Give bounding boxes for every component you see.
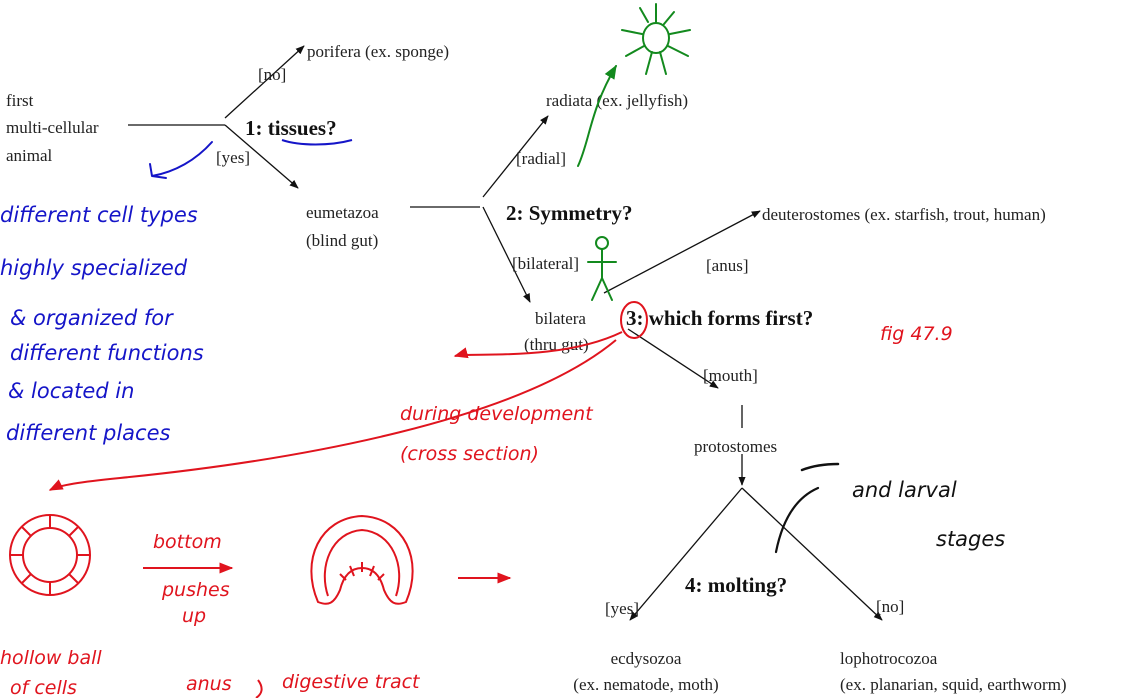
black-annotations: and larval stages: [774, 462, 1005, 554]
no-branch-label: [no]: [258, 65, 286, 84]
protostomes-label: protostomes: [694, 437, 777, 456]
larval-dash: [800, 462, 840, 472]
question-3: 3: which forms first?: [626, 306, 813, 330]
porifera-label: porifera (ex. sponge): [307, 42, 449, 61]
question-1-number: 1:: [245, 116, 268, 140]
lophotrocozoa-examples: (ex. planarian, squid, earthworm): [840, 675, 1067, 694]
root-label-line1: first: [6, 91, 34, 110]
bilateral-branch-label: [bilateral]: [512, 254, 579, 273]
circled-number-3: [620, 301, 648, 339]
hollow-ball-label-line2: of cells: [10, 677, 77, 698]
eumetazoa-label: eumetazoa: [306, 203, 379, 222]
up-label: up: [182, 605, 206, 627]
fig-reference: fig 47.9: [880, 323, 953, 345]
larval-stroke: [774, 486, 820, 554]
blue-note-line6: different places: [6, 421, 171, 445]
bilatera-sublabel: (thru gut): [524, 335, 589, 354]
tree-labels: first multi-cellular animal porifera (ex…: [6, 42, 1067, 694]
anus-tick: [255, 679, 263, 698]
edge-to-porifera: [224, 45, 305, 119]
anus-branch-label: [anus]: [706, 256, 748, 275]
blue-note-line1: different cell types: [0, 203, 198, 227]
gastrula-sketch-icon: [310, 514, 414, 605]
lophotrocozoa-label: lophotrocozoa: [840, 649, 938, 668]
development-note-line1: during development: [400, 403, 594, 425]
bilatera-label: bilatera: [535, 309, 586, 328]
eumetazoa-sublabel: (blind gut): [306, 231, 378, 250]
red-arrow-to-fig: [453, 331, 623, 359]
question-1: 1: tissues?: [245, 116, 337, 140]
development-note-line2: (cross section): [400, 443, 539, 465]
yes-branch-label: [yes]: [216, 148, 250, 167]
hollow-ball-label-line1: hollow ball: [0, 647, 102, 669]
blue-note-line2: highly specialized: [0, 256, 188, 280]
tree-lines: [128, 45, 883, 621]
green-annotations: [577, 3, 691, 301]
yes-molting-label: [yes]: [605, 599, 639, 618]
question-4: 4: molting?: [685, 573, 787, 597]
deuterostomes-label: deuterostomes (ex. starfish, trout, huma…: [762, 205, 1046, 224]
red-annotations: fig 47.9 during development (cross secti…: [0, 301, 953, 698]
larval-note-line1: and larval: [852, 478, 957, 502]
blue-annotations: different cell types highly specialized …: [0, 141, 213, 445]
red-curve-to-ball: [48, 339, 617, 491]
radial-branch-label: [radial]: [516, 149, 566, 168]
edge-to-eumetazoa: [224, 124, 299, 189]
digestive-tract-note: digestive tract: [282, 671, 421, 693]
question-2: 2: Symmetry?: [506, 201, 633, 225]
edge-to-radiata: [482, 115, 549, 198]
no-molting-label: [no]: [876, 597, 904, 616]
question-1-mark: ?: [326, 116, 337, 140]
stick-figure-icon: [587, 236, 617, 301]
blue-note-line3: & organized for: [10, 306, 174, 330]
edge-to-lophotrocozoa: [741, 487, 883, 621]
question-1-word: tissues: [268, 116, 326, 140]
anus-note: anus: [186, 673, 232, 695]
ecdysozoa-examples: (ex. nematode, moth): [573, 675, 718, 694]
blue-arrow: [149, 141, 213, 179]
pushes-label: pushes: [161, 579, 230, 601]
root-label-line3: animal: [6, 146, 53, 165]
hollow-ball-sketch-icon: [9, 514, 91, 596]
root-label-line2: multi-cellular: [6, 118, 99, 137]
edge-to-bilatera: [482, 206, 531, 303]
tissues-underline: [281, 139, 353, 146]
jellyfish-sketch-icon: [621, 3, 691, 75]
edge-to-mouth: [627, 328, 719, 389]
radiata-label: radiata (ex. jellyfish): [546, 91, 688, 110]
mouth-branch-label: [mouth]: [703, 366, 758, 385]
edge-to-deuterostomes: [603, 210, 761, 294]
ecdysozoa-label: ecdysozoa: [611, 649, 682, 668]
green-arrow: [577, 64, 617, 167]
larval-note-line2: stages: [936, 527, 1005, 551]
blue-note-line4: different functions: [10, 341, 204, 365]
blue-note-line5: & located in: [8, 379, 134, 403]
bottom-label: bottom: [153, 531, 222, 553]
edge-to-ecdysozoa: [629, 487, 743, 621]
